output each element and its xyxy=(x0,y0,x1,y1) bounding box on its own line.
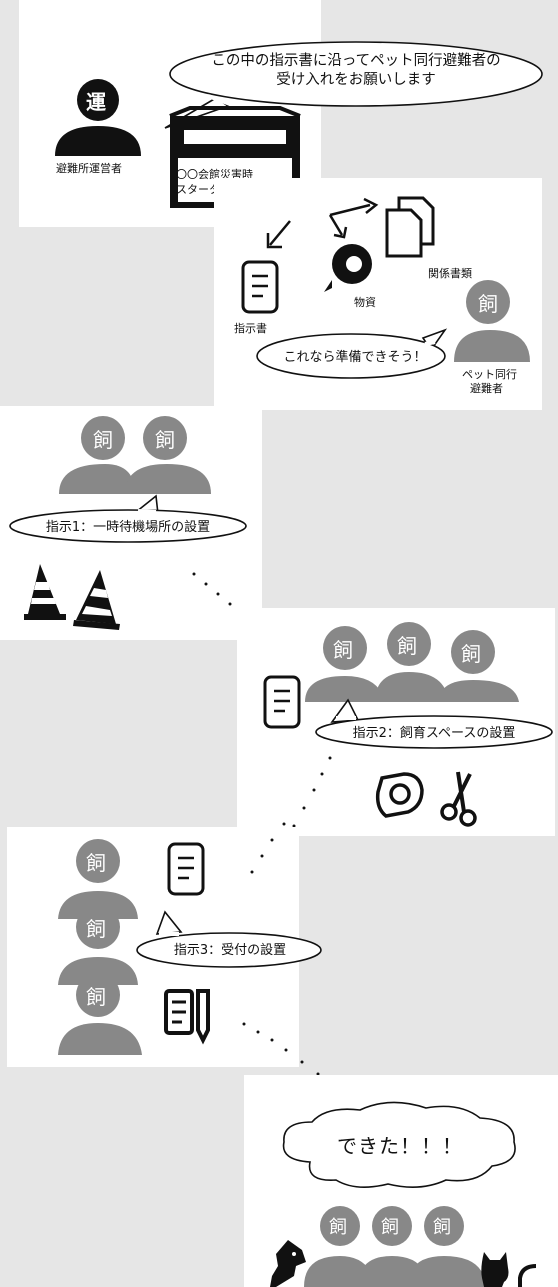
owner-badge-step2-b: 飼 xyxy=(397,634,417,658)
dotted-connector-1 xyxy=(192,572,232,606)
supplies-label: 物資 xyxy=(354,296,376,309)
speech-line-2: 受け入れをお願いします xyxy=(276,72,436,88)
owner-group-step1: 飼 飼 xyxy=(55,414,215,494)
operator-speech-bubble: この中の指示書に沿ってペット同行避難者の 受け入れをお願いします xyxy=(160,40,552,140)
traffic-cones-icon xyxy=(24,564,120,630)
dotted-connector-2 xyxy=(292,756,332,828)
kit-label-line-1: 〇〇会館災害時 xyxy=(176,168,253,181)
kit-contents-arrows xyxy=(266,197,379,249)
completed-text: できた！！！ xyxy=(337,1134,463,1158)
owner-badge-step1-a: 飼 xyxy=(93,428,113,452)
instructions-label: 指示書 xyxy=(234,322,267,335)
instruction-3-bubble: 指示3：受付の設置 xyxy=(135,910,325,970)
cat-tail-icon xyxy=(518,1264,537,1287)
instruction-3-text: 指示3：受付の設置 xyxy=(173,943,287,958)
owner-badge-step3-a: 飼 xyxy=(86,851,106,875)
pet-owner-label-1: ペット同行 xyxy=(462,368,517,381)
dotted-connector-3 xyxy=(250,822,286,874)
owner-speech-bubble: これなら準備できそう！ xyxy=(255,326,455,380)
form-and-pen-icon xyxy=(164,989,210,1045)
pet-owner-icon: 飼 xyxy=(452,280,532,362)
dotted-connector-4 xyxy=(242,1022,320,1076)
completed-thought-cloud: できた！！！ xyxy=(270,1100,530,1200)
owner-badge-step3-b: 飼 xyxy=(86,917,106,941)
owner-stack-step3: 飼 飼 飼 xyxy=(50,835,150,1055)
instruction-document-icon xyxy=(241,260,279,314)
owner-badge-done-a: 飼 xyxy=(329,1217,347,1238)
owner-badge-done-b: 飼 xyxy=(381,1217,399,1238)
owner-badge-step1-b: 飼 xyxy=(155,428,175,452)
instruction-document-step3-icon xyxy=(167,842,205,896)
scissors-icon xyxy=(440,771,477,827)
documents-icon xyxy=(385,196,435,258)
pet-owner-label-2: 避難者 xyxy=(470,382,503,395)
instruction-1-text: 指示1：一時待機場所の設置 xyxy=(45,520,211,535)
owner-group-completed: 飼 飼 飼 xyxy=(300,1200,490,1287)
owner-badge-step2-c: 飼 xyxy=(461,642,481,666)
tape-roll-icon xyxy=(324,244,372,292)
owner-badge-step2-a: 飼 xyxy=(333,638,353,662)
operator-person-icon: 運 xyxy=(52,78,147,158)
owner-badge-done-c: 飼 xyxy=(433,1217,451,1238)
owner-group-step2: 飼 飼 飼 xyxy=(305,614,523,704)
cat-silhouette-icon xyxy=(481,1252,509,1287)
dog-silhouette-icon xyxy=(270,1240,306,1287)
owner-speech-text: これなら準備できそう！ xyxy=(283,350,427,365)
owner-badge-step3-c: 飼 xyxy=(86,985,106,1009)
instruction-2-text: 指示2：飼育スペースの設置 xyxy=(352,726,516,741)
tape-roll-step2-icon xyxy=(375,772,424,818)
instruction-1-bubble: 指示1：一時待機場所の設置 xyxy=(8,490,248,544)
speech-line-1: この中の指示書に沿ってペット同行避難者の xyxy=(211,53,501,69)
pet-owner-badge: 飼 xyxy=(478,292,498,316)
instruction-2-bubble: 指示2：飼育スペースの設置 xyxy=(314,696,554,750)
documents-label: 関係書類 xyxy=(428,267,472,280)
operator-badge: 運 xyxy=(86,90,106,114)
operator-label: 避難所運営者 xyxy=(56,162,122,175)
instruction-document-step2-icon xyxy=(263,675,301,729)
